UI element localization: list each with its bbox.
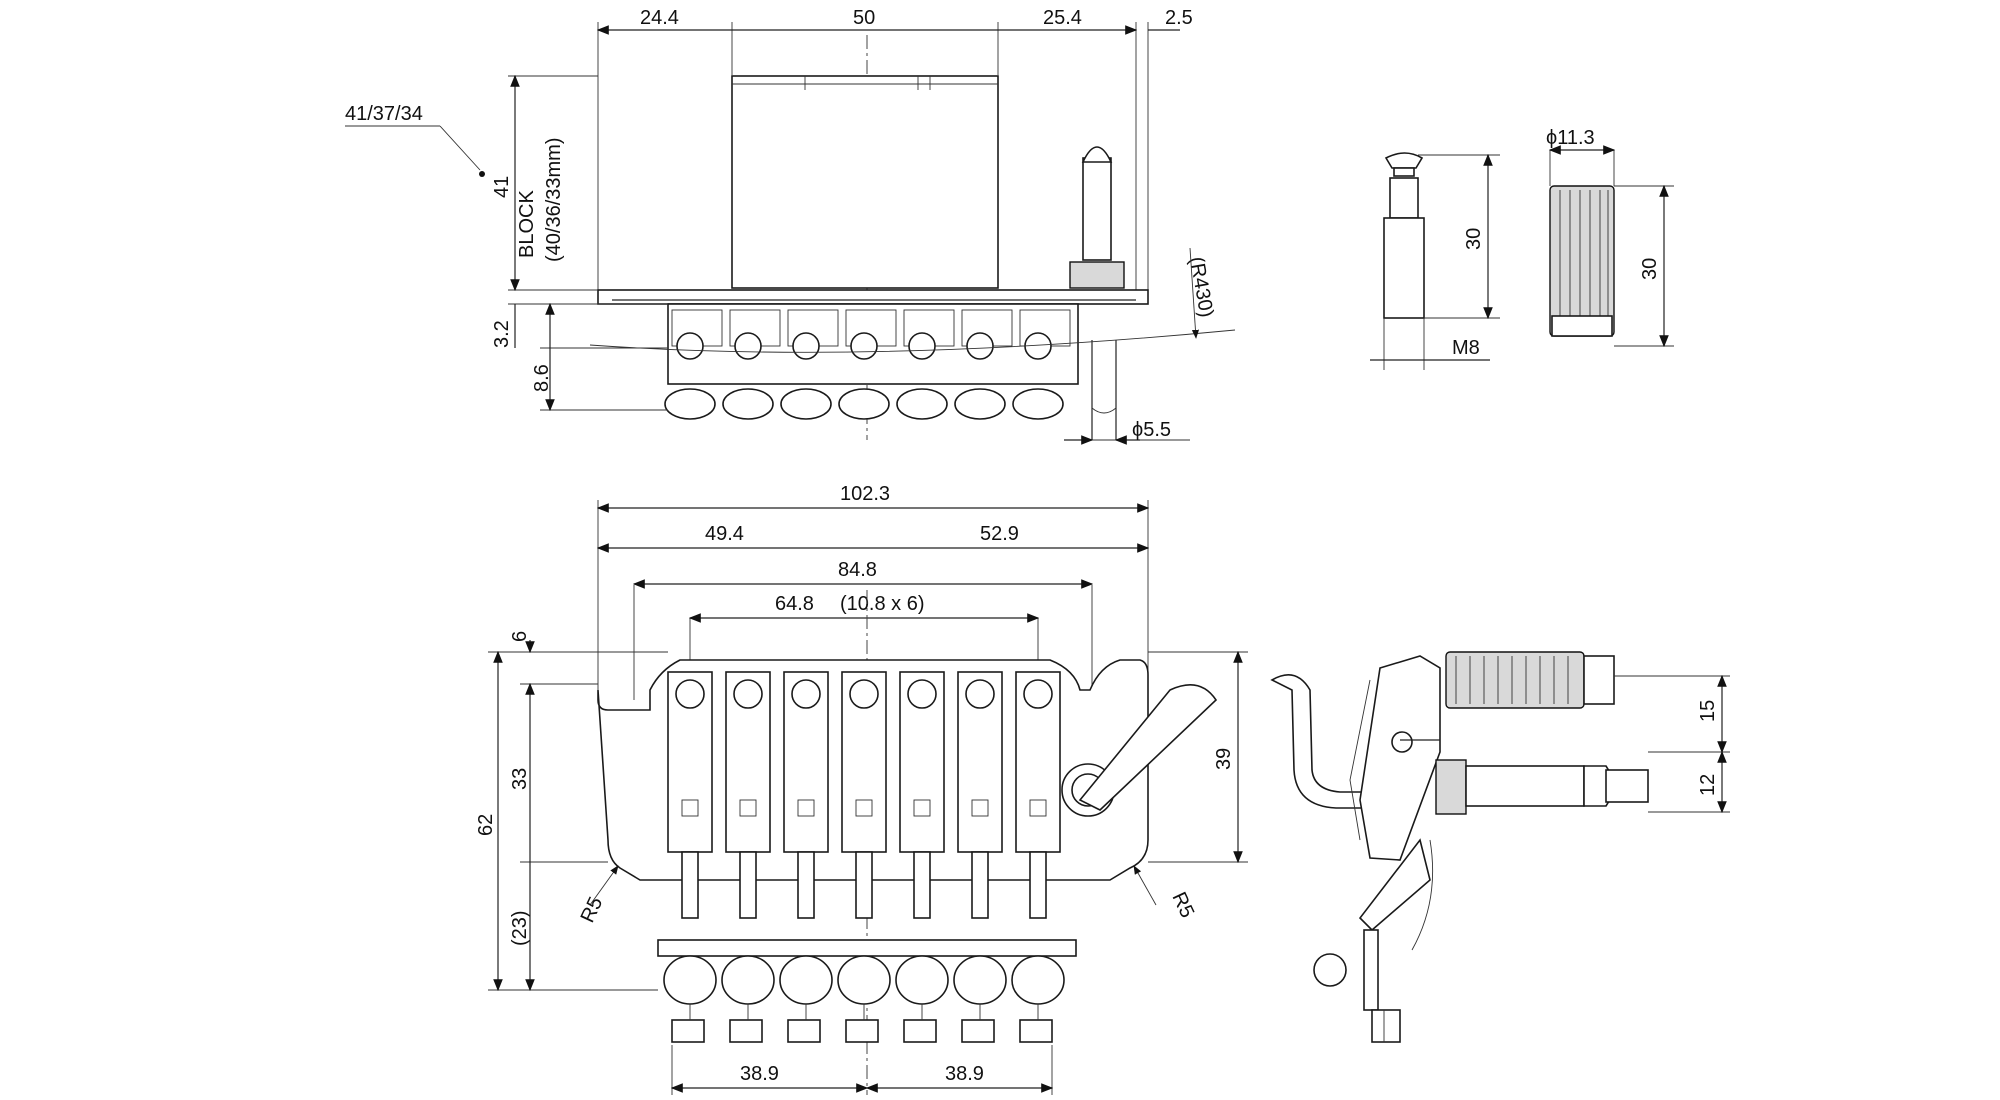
block-sub: (40/36/33mm): [543, 138, 565, 263]
dim-fine-right: 38.9: [945, 1063, 984, 1085]
block-label: BLOCK: [516, 190, 538, 258]
dim-left-span: 49.4: [705, 523, 744, 545]
dim-right-height: 39: [1213, 748, 1235, 770]
dim-radius-left: R5: [577, 894, 608, 926]
dim-total-height: 62: [475, 814, 497, 836]
dim-fine-left: 38.9: [740, 1063, 779, 1085]
dim-tip-length: 30: [1463, 228, 1485, 250]
dim-knob-diameter: ϕ11.3: [1546, 127, 1595, 149]
dim-string-spacing: (10.8 x 6): [840, 593, 924, 615]
dim-edge: 2.5: [1165, 7, 1193, 29]
dim-post-span: 84.8: [838, 559, 877, 581]
dim-width-center: 50: [853, 7, 875, 29]
dim-mid-height: 33: [509, 768, 531, 790]
dim-height: 41: [491, 176, 513, 198]
dim-width-left: 24.4: [640, 7, 679, 29]
dim-radius-right: R5: [1167, 889, 1198, 921]
plan-view: 102.3 49.4 52.9 84.8 64.8 (10.8 x 6): [475, 483, 1248, 1095]
dim-thread: M8: [1452, 337, 1480, 359]
knob-view: ϕ11.3 30: [1546, 127, 1674, 348]
block-sizes: 41/37/34: [345, 103, 423, 125]
dim-width-right: 25.4: [1043, 7, 1082, 29]
arm-tip-view: 30 M8: [1370, 152, 1500, 370]
dim-plate: 3.2: [491, 320, 513, 348]
dim-string-span: 64.8: [775, 593, 814, 615]
dim-arm-diameter: ϕ5.5: [1132, 419, 1171, 441]
saddle-row: [664, 303, 1079, 420]
side-view: 15 12: [1270, 651, 1730, 1043]
top-view: 24.4 50 25.4 2.5: [345, 7, 1236, 445]
dim-saddle-height: 8.6: [531, 364, 553, 392]
dim-right-span: 52.9: [980, 523, 1019, 545]
dim-radius: (R430): [1185, 255, 1217, 319]
dim-knob-length: 30: [1639, 258, 1661, 280]
dim-side-upper: 15: [1697, 700, 1719, 722]
plan-saddles: [667, 671, 1061, 919]
dim-side-lower: 12: [1697, 774, 1719, 796]
dim-overall: 102.3: [840, 483, 890, 505]
dim-lower-height: (23): [509, 910, 531, 946]
dim-top-offset: 6: [509, 631, 531, 642]
